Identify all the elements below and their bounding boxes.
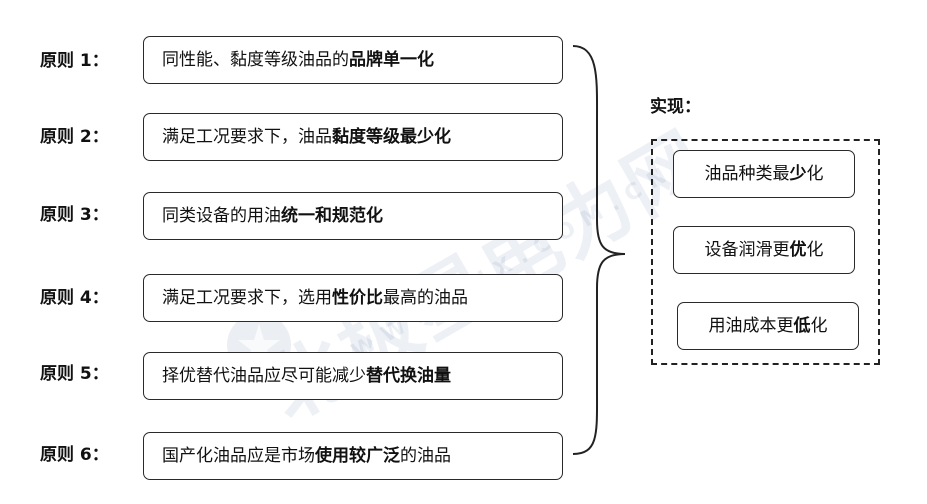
principle-3-text: 同类设备的用油 [162,206,281,226]
principle-4-box: 满足工况要求下，选用性价比最高的油品 [143,274,563,322]
principle-3-label: 原则 3： [40,205,109,225]
implementation-item-1-text: 油品种类最 [704,164,790,184]
principle-5-label: 原则 5： [40,364,109,384]
implementation-item-3-tail: 化 [810,316,828,336]
principle-2-box: 满足工况要求下，油品黏度等级最少化 [143,113,563,161]
implementation-item-1: 油品种类最少化 [673,150,855,198]
principle-3-highlight: 统一和规范化 [281,206,383,226]
curly-brace-connector [572,45,626,455]
implementation-item-2-highlight: 优 [789,240,807,260]
principle-1-box: 同性能、黏度等级油品的品牌单一化 [143,36,563,84]
principle-1-highlight: 品牌单一化 [349,50,434,70]
principle-6-box: 国产化油品应是市场使用较广泛的油品 [143,432,563,480]
principle-4-text: 满足工况要求下，选用 [162,288,332,308]
principle-6-highlight: 使用较广泛 [315,446,400,466]
implementation-frame [651,139,880,365]
implementation-item-3-text: 用油成本更 [708,316,794,336]
implementation-title: 实现： [650,97,701,117]
principle-2-text: 满足工况要求下，油品 [162,127,332,147]
principle-1-label: 原则 1： [40,51,109,71]
implementation-item-1-highlight: 少 [789,164,807,184]
principle-2-highlight: 黏度等级最少化 [332,127,451,147]
implementation-item-2-tail: 化 [806,240,824,260]
principle-4-label: 原则 4： [40,288,109,308]
implementation-item-2-text: 设备润滑更 [704,240,790,260]
principle-4-tail: 最高的油品 [383,288,468,308]
principle-6-tail: 的油品 [400,446,451,466]
implementation-item-3: 用油成本更低化 [677,302,859,350]
implementation-item-3-highlight: 低 [793,316,811,336]
principle-5-highlight: 替代换油量 [366,366,451,386]
principle-6-text: 国产化油品应是市场 [162,446,315,466]
implementation-item-2: 设备润滑更优化 [673,226,855,274]
principle-6-label: 原则 6： [40,445,109,465]
implementation-item-1-tail: 化 [806,164,824,184]
principle-3-box: 同类设备的用油统一和规范化 [143,192,563,240]
principle-1-text: 同性能、黏度等级油品的 [162,50,349,70]
principle-5-text: 择优替代油品应尽可能减少 [162,366,366,386]
principle-5-box: 择优替代油品应尽可能减少替代换油量 [143,352,563,400]
principle-4-highlight: 性价比 [332,288,383,308]
principle-2-label: 原则 2： [40,127,109,147]
